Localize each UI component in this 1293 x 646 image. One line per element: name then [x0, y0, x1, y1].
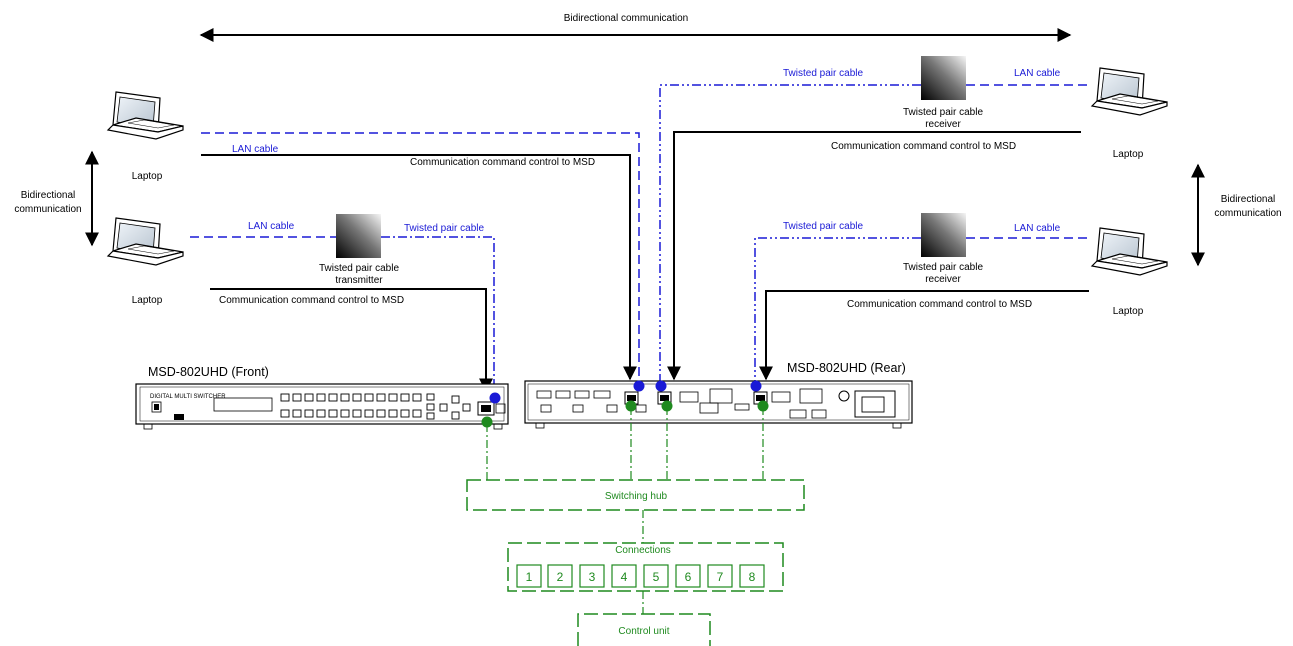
port-box-1 — [516, 564, 542, 588]
port-box-8 — [739, 564, 765, 588]
port-box-6 — [675, 564, 701, 588]
connections-label: Connections — [615, 545, 671, 556]
port-box-2 — [547, 564, 573, 588]
left-bidirectional-label-2: communication — [14, 204, 81, 215]
port-box-4 — [611, 564, 637, 588]
twisted-pair-line-bottom-right — [754, 237, 921, 385]
hub-port-dot-rear-2 — [661, 400, 673, 412]
command-line-top-right — [667, 131, 1081, 381]
command-line-bottom-right — [759, 290, 1089, 381]
lan-cable-label-bottom-left: LAN cable — [248, 221, 295, 232]
control-unit-box — [577, 613, 711, 646]
tp-receiver-bottom-label-1: Twisted pair cable — [903, 262, 983, 273]
lan-cable-label-top-left: LAN cable — [232, 144, 279, 155]
rear-device — [524, 380, 913, 429]
hub-port-dot-rear-3 — [757, 400, 769, 412]
laptop-icon-bottom-left — [107, 217, 184, 266]
front-device: DIGITAL MULTI SWITCHER — [135, 383, 509, 430]
port-box-7 — [707, 564, 733, 588]
control-unit-label: Control unit — [618, 626, 669, 637]
command-line-bottom-left — [210, 288, 493, 393]
port-box-3 — [579, 564, 605, 588]
command-line-top-left — [201, 154, 637, 381]
twisted-pair-label-left: Twisted pair cable — [404, 223, 484, 234]
front-panel-text: DIGITAL MULTI SWITCHER — [150, 394, 226, 400]
port-label-4: 4 — [621, 570, 628, 584]
hub-port-dot-front — [481, 416, 493, 428]
laptop-label-bottom-right: Laptop — [1113, 306, 1144, 317]
switching-hub-label: Switching hub — [605, 491, 668, 502]
twisted-pair-line-top-right — [659, 84, 921, 385]
rear-device-title: MSD-802UHD (Rear) — [787, 361, 906, 375]
port-label-8: 8 — [749, 570, 756, 584]
laptop-icon-bottom-right — [1091, 227, 1168, 276]
tp-receiver-top-label-2: receiver — [925, 119, 961, 130]
tp-transmitter-box — [336, 214, 381, 258]
top-bidirectional-label: Bidirectional communication — [564, 13, 689, 24]
hub-port-dot-rear-1 — [625, 400, 637, 412]
laptop-label-top-left: Laptop — [132, 171, 163, 182]
laptop-icon-top-right — [1091, 67, 1168, 116]
left-bidirectional-label-1: Bidirectional — [21, 190, 75, 201]
twisted-pair-label-top-right: Twisted pair cable — [783, 68, 863, 79]
laptop-label-top-right: Laptop — [1113, 149, 1144, 160]
twisted-pair-line-front — [381, 236, 495, 397]
tp-receiver-box-top — [921, 56, 966, 100]
command-label-top-left: Communication command control to MSD — [410, 157, 595, 168]
tp-receiver-top-label-1: Twisted pair cable — [903, 107, 983, 118]
lan-line-top-left — [201, 132, 640, 385]
command-label-top-right: Communication command control to MSD — [831, 141, 1016, 152]
port-label-3: 3 — [589, 570, 596, 584]
tp-transmitter-label-1: Twisted pair cable — [319, 263, 399, 274]
lan-port-dot-front — [489, 392, 501, 404]
laptop-icon-top-left — [107, 91, 184, 140]
lan-port-dot-rear-3 — [750, 380, 762, 392]
port-label-1: 1 — [526, 570, 533, 584]
connections-box — [507, 542, 784, 592]
switching-hub-box — [466, 479, 805, 511]
laptop-label-bottom-left: Laptop — [132, 295, 163, 306]
port-label-7: 7 — [717, 570, 724, 584]
command-label-bottom-right: Communication command control to MSD — [847, 299, 1032, 310]
right-bidirectional-label-2: communication — [1214, 208, 1281, 219]
port-label-6: 6 — [685, 570, 692, 584]
lan-port-dot-rear-2 — [655, 380, 667, 392]
lan-cable-label-bottom-right: LAN cable — [1014, 223, 1061, 234]
lan-port-dot-rear-1 — [633, 380, 645, 392]
port-box-5 — [643, 564, 669, 588]
twisted-pair-label-bottom-right: Twisted pair cable — [783, 221, 863, 232]
lan-cable-label-top-right: LAN cable — [1014, 68, 1061, 79]
right-bidirectional-label-1: Bidirectional — [1221, 194, 1275, 205]
command-label-bottom-left: Communication command control to MSD — [219, 295, 404, 306]
tp-receiver-box-bottom — [921, 213, 966, 257]
port-label-5: 5 — [653, 570, 660, 584]
tp-transmitter-label-2: transmitter — [335, 275, 383, 286]
front-device-title: MSD-802UHD (Front) — [148, 365, 269, 379]
port-label-2: 2 — [557, 570, 564, 584]
tp-receiver-bottom-label-2: receiver — [925, 274, 961, 285]
